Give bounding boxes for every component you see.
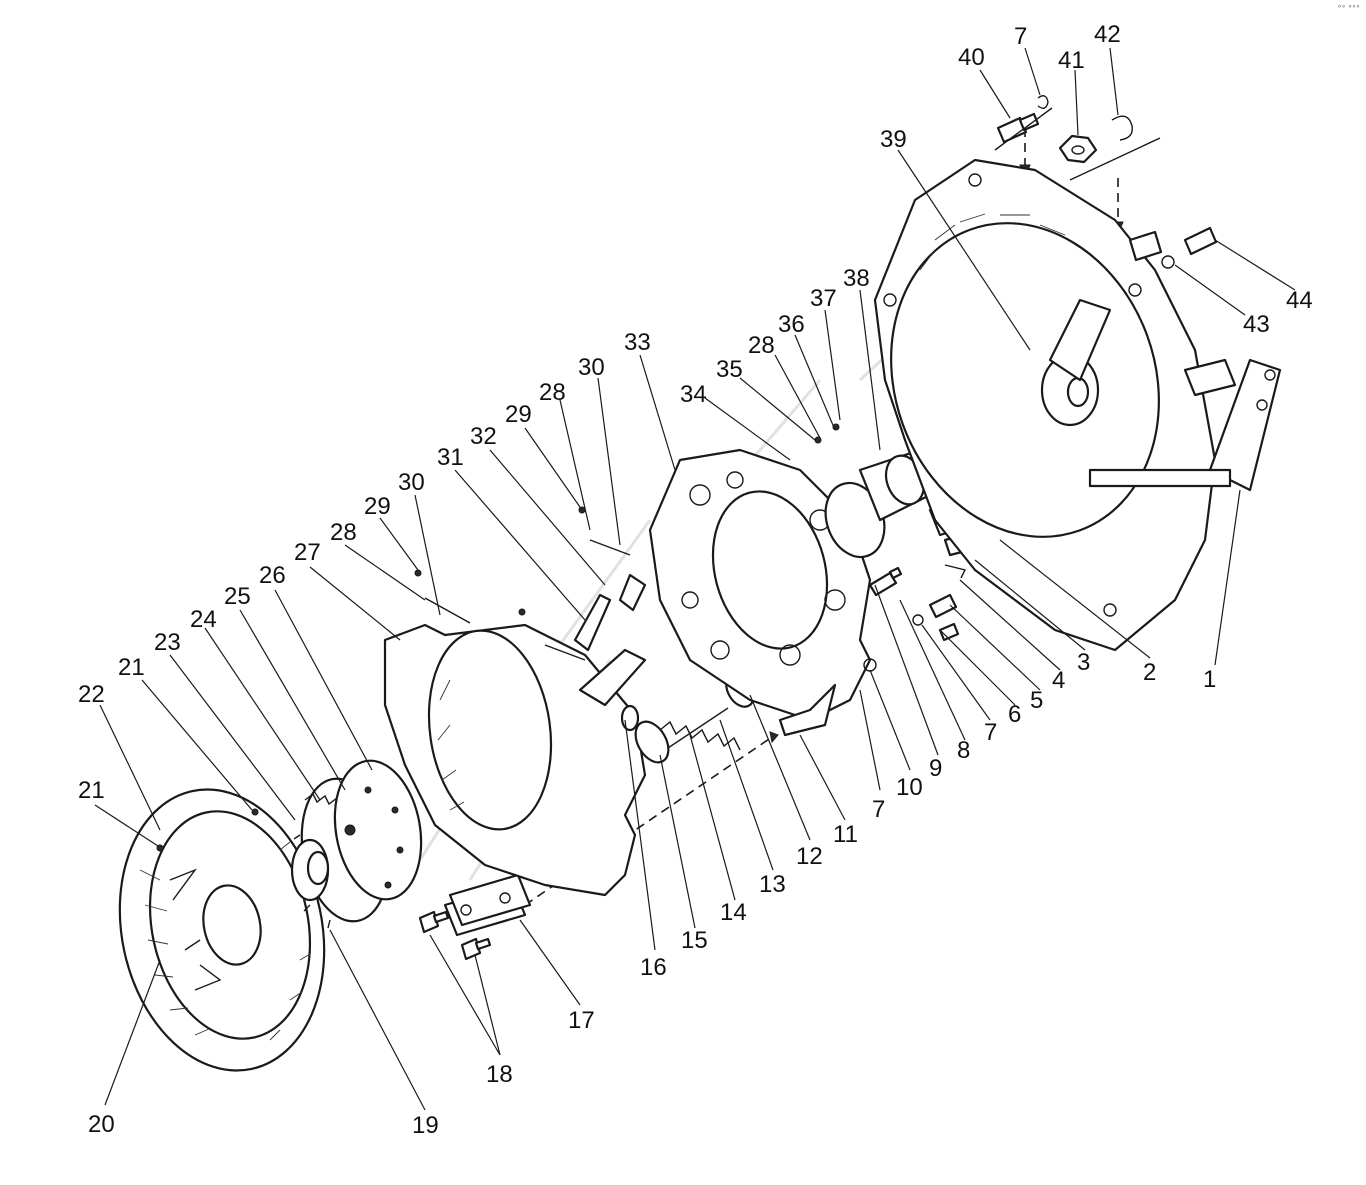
callout-labels: 1 2 3 4 5 6 7 8 9 10 7 11 12 13 14 15 16… — [78, 21, 1313, 1139]
label-40: 40 — [958, 44, 985, 71]
label-29a: 29 — [364, 493, 391, 520]
clutch-housing-39 — [873, 158, 1217, 652]
corner-mark: °° °°° — [1337, 4, 1360, 13]
label-43: 43 — [1243, 311, 1270, 338]
label-38: 38 — [843, 265, 870, 292]
label-33: 33 — [624, 329, 651, 356]
label-1: 1 — [1203, 666, 1216, 693]
label-27: 27 — [294, 539, 321, 566]
label-21a: 21 — [78, 777, 105, 804]
label-13: 13 — [759, 871, 786, 898]
pressure-plate-27 — [383, 623, 647, 897]
label-24: 24 — [190, 606, 217, 633]
label-10: 10 — [896, 774, 923, 801]
label-37: 37 — [810, 285, 837, 312]
label-25: 25 — [224, 583, 251, 610]
label-2: 2 — [1143, 659, 1156, 686]
label-22: 22 — [78, 681, 105, 708]
link-plate-17 — [443, 873, 532, 937]
label-44: 44 — [1286, 287, 1313, 314]
label-30a: 30 — [398, 469, 425, 496]
label-7a: 7 — [984, 719, 997, 746]
label-19: 19 — [412, 1112, 439, 1139]
top-fasteners — [994, 95, 1218, 269]
release-lever-1 — [1088, 358, 1282, 492]
label-14: 14 — [720, 899, 747, 926]
label-12: 12 — [796, 843, 823, 870]
label-18: 18 — [486, 1061, 513, 1088]
release-levers — [414, 506, 647, 732]
hub-assembly — [290, 759, 423, 929]
label-11: 11 — [833, 821, 858, 848]
label-29b: 29 — [505, 401, 532, 428]
label-34: 34 — [680, 381, 707, 408]
label-28b: 28 — [539, 379, 566, 406]
label-6: 6 — [1008, 701, 1021, 728]
label-23: 23 — [154, 629, 181, 656]
label-15: 15 — [681, 927, 708, 954]
label-7b: 7 — [872, 796, 885, 823]
label-4: 4 — [1052, 667, 1065, 694]
label-21b: 21 — [118, 654, 145, 681]
label-8: 8 — [957, 737, 970, 764]
label-42: 42 — [1094, 21, 1121, 48]
label-32: 32 — [470, 423, 497, 450]
label-28a: 28 — [330, 519, 357, 546]
label-36: 36 — [778, 311, 805, 338]
label-17: 17 — [568, 1007, 595, 1034]
label-31: 31 — [437, 444, 464, 471]
driven-disc-20 — [118, 788, 326, 1072]
label-35: 35 — [716, 356, 743, 383]
clutch-cover-33 — [648, 448, 872, 737]
label-20: 20 — [88, 1111, 115, 1138]
label-41: 41 — [1058, 47, 1085, 74]
label-16: 16 — [640, 954, 667, 981]
label-28c: 28 — [748, 332, 775, 359]
label-39: 39 — [880, 126, 907, 153]
label-9: 9 — [929, 755, 942, 782]
bolts-18 — [418, 910, 492, 961]
label-30b: 30 — [578, 354, 605, 381]
label-5: 5 — [1030, 687, 1043, 714]
label-26: 26 — [259, 562, 286, 589]
fasteners-3-to-10 — [863, 564, 967, 672]
leader-lines — [94, 47, 1296, 1111]
label-3: 3 — [1077, 649, 1090, 676]
label-7c: 7 — [1014, 23, 1027, 50]
